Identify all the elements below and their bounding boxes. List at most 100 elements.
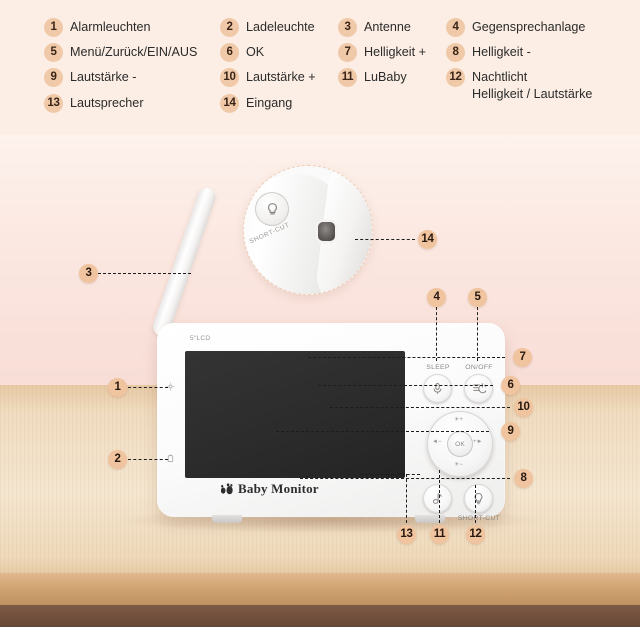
lubaby-lullaby-button[interactable] xyxy=(423,484,452,513)
legend-item-13: 13 Lautsprecher xyxy=(44,94,144,113)
legend-label-14: Eingang xyxy=(246,96,293,110)
volume-down-icon[interactable]: ◄− xyxy=(432,439,442,445)
legend-badge-2: 2 xyxy=(220,18,239,37)
legend-badge-7: 7 xyxy=(338,43,357,62)
lcd-screen xyxy=(185,351,405,478)
callout-4: 4 xyxy=(427,288,446,307)
legend-item-8: 8 Helligkeit - xyxy=(446,43,531,62)
directional-pad[interactable]: ☀+ ◄− +► ☀− OK xyxy=(427,411,493,477)
leader-line-14 xyxy=(355,239,415,240)
leader-line-11 xyxy=(439,470,440,523)
shortcut-label: SHORT-CUT xyxy=(457,515,501,522)
legend-item-4: 4 Gegensprechanlage xyxy=(446,18,585,37)
legend-label-6: OK xyxy=(246,45,265,59)
leader-line-1 xyxy=(128,387,168,388)
legend-grid: 1 Alarmleuchten 2 Ladeleuchte 3 Antenne … xyxy=(44,14,622,127)
legend-badge-9: 9 xyxy=(44,68,63,87)
legend-label-7: Helligkeit + xyxy=(364,45,426,59)
callout-9: 9 xyxy=(501,422,520,441)
legend-item-3: 3 Antenne xyxy=(338,18,411,37)
brightness-up-icon[interactable]: ☀+ xyxy=(454,417,463,423)
legend-item-10: 10 Lautstärke + xyxy=(220,68,316,87)
legend-badge-8: 8 xyxy=(446,43,465,62)
legend-item-14: 14 Eingang xyxy=(220,94,292,113)
legend-label-2: Ladeleuchte xyxy=(246,20,315,34)
legend-label-3: Antenne xyxy=(364,20,411,34)
legend-item-6: 6 OK xyxy=(220,43,264,62)
volume-up-icon[interactable]: +► xyxy=(473,439,483,445)
night-light-bulb-icon xyxy=(474,492,483,505)
callout-7: 7 xyxy=(513,348,532,367)
legend-badge-10: 10 xyxy=(220,68,239,87)
stand-foot-right xyxy=(415,515,445,523)
leader-line-13b xyxy=(406,474,407,523)
footprint-icon xyxy=(220,482,233,494)
legend-label-5: Menü/Zurück/EIN/AUS xyxy=(70,45,198,59)
legend-label-12: Nachtlicht Helligkeit / Lautstärke xyxy=(472,70,593,101)
leader-line-6a xyxy=(318,385,493,386)
night-light-shortcut-button[interactable] xyxy=(464,484,493,513)
lcd-size-label: 5"LCD xyxy=(190,335,211,342)
legend-item-12: 12 Nachtlicht Helligkeit / Lautstärke xyxy=(446,68,592,102)
leader-line-4 xyxy=(436,307,437,361)
legend-badge-3: 3 xyxy=(338,18,357,37)
legend-badge-12: 12 xyxy=(446,68,465,87)
brightness-down-icon[interactable]: ☀− xyxy=(454,462,463,468)
legend-item-1: 1 Alarmleuchten xyxy=(44,18,151,37)
inset-night-light-button xyxy=(255,192,289,226)
microphone-icon xyxy=(433,382,442,394)
leader-line-12 xyxy=(475,485,476,523)
onoff-label: ON/OFF xyxy=(465,364,493,371)
legend-label-1: Alarmleuchten xyxy=(70,20,151,34)
legend-badge-4: 4 xyxy=(446,18,465,37)
music-note-icon xyxy=(432,493,442,504)
legend-badge-11: 11 xyxy=(338,68,357,87)
legend-label-9: Lautstärke - xyxy=(70,70,137,84)
brand-logo: Baby Monitor xyxy=(220,481,319,497)
callout-11: 11 xyxy=(430,525,449,544)
callout-3: 3 xyxy=(79,264,98,283)
callout-10: 10 xyxy=(514,398,533,417)
magnified-detail-inset: SHORT-CUT xyxy=(243,165,373,295)
leader-line-8 xyxy=(300,478,510,479)
callout-5: 5 xyxy=(468,288,487,307)
sleep-intercom-button[interactable] xyxy=(423,374,452,403)
leader-line-3 xyxy=(98,273,191,274)
ok-button[interactable]: OK xyxy=(447,431,473,457)
leader-line-10 xyxy=(330,407,510,408)
legend-badge-13: 13 xyxy=(44,94,63,113)
callout-2: 2 xyxy=(108,450,127,469)
legend-item-11: 11 LuBaby xyxy=(338,68,407,87)
callout-14: 14 xyxy=(418,230,437,249)
leader-line-2 xyxy=(128,459,168,460)
legend-panel: 1 Alarmleuchten 2 Ladeleuchte 3 Antenne … xyxy=(0,0,640,135)
leader-line-9 xyxy=(276,431,489,432)
stand-foot-left xyxy=(212,515,242,523)
legend-badge-6: 6 xyxy=(220,43,239,62)
legend-badge-1: 1 xyxy=(44,18,63,37)
table-front-edge xyxy=(0,573,640,609)
charging-light-icon xyxy=(167,454,174,463)
baby-monitor-device: 5"LCD xyxy=(157,323,505,523)
callout-1: 1 xyxy=(108,378,127,397)
leader-line-7a xyxy=(308,357,505,358)
legend-label-10: Lautstärke + xyxy=(246,70,316,84)
input-port xyxy=(318,222,335,241)
leader-line-13a xyxy=(360,474,420,475)
legend-label-4: Gegensprechanlage xyxy=(472,20,586,34)
legend-label-8: Helligkeit - xyxy=(472,45,531,59)
legend-label-11: LuBaby xyxy=(364,70,407,84)
sleep-label: SLEEP xyxy=(426,364,450,371)
menu-power-button[interactable] xyxy=(464,374,493,403)
alarm-light-icon xyxy=(166,382,175,391)
legend-item-7: 7 Helligkeit + xyxy=(338,43,426,62)
legend-item-5: 5 Menü/Zurück/EIN/AUS xyxy=(44,43,197,62)
legend-badge-14: 14 xyxy=(220,94,239,113)
callout-6: 6 xyxy=(501,376,520,395)
callout-12: 12 xyxy=(466,525,485,544)
legend-item-9: 9 Lautstärke - xyxy=(44,68,137,87)
legend-label-13: Lautsprecher xyxy=(70,96,144,110)
leader-line-5 xyxy=(477,307,478,361)
callout-8: 8 xyxy=(514,469,533,488)
